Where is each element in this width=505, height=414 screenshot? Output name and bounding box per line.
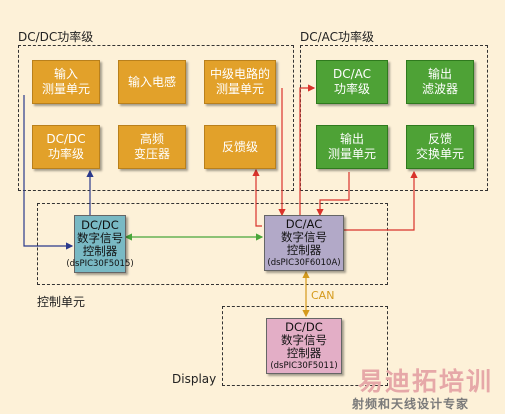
dcdc-power-region-label: DC/DC功率级 <box>18 30 94 44</box>
feedback-exchange-block: 反馈 交换单元 <box>406 125 474 169</box>
dcdc-controller-title: DC/DC 数字信号 控制器 <box>77 217 123 258</box>
dcac-controller-part: (dsPIC30F6010A) <box>267 257 341 268</box>
watermark-subtitle: 射频和天线设计专家 <box>352 397 470 411</box>
dcdc-power-stage-block: DC/DC 功率级 <box>32 125 100 169</box>
can-bus-label: CAN <box>311 289 335 302</box>
dcdc-power-region <box>18 45 294 191</box>
control-region <box>37 203 388 285</box>
watermark-logo-text: 易迪拓培训 <box>358 367 494 396</box>
output-measure-block: 输出 测量单元 <box>316 125 388 169</box>
line-dcac-ctrl-to-dcac-power <box>299 84 316 215</box>
feedback-stage-block: 反馈级 <box>204 125 276 169</box>
line-dcac-ctrl-to-feedback-stage <box>252 168 262 227</box>
display-region-label: Display <box>172 372 217 386</box>
display-controller-title: DC/DC 数字信号 控制器 <box>281 319 327 360</box>
input-inductor-block: 输入电感 <box>118 60 186 104</box>
dcac-controller-title: DC/AC 数字信号 控制器 <box>281 216 327 257</box>
line-dcac-ctrl-to-feedback-exchange <box>344 170 418 231</box>
dcac-power-stage-block: DC/AC 功率级 <box>316 60 388 104</box>
mid-measure-block: 中级电路的 测量单元 <box>204 60 276 104</box>
line-output-measure-to-dcac-ctrl <box>316 172 350 217</box>
line-input-measure-to-dcdc-ctrl <box>23 95 74 250</box>
dcdc-controller-part: (dsPIC30F5015) <box>66 258 134 269</box>
control-region-label: 控制单元 <box>37 295 86 309</box>
dcac-controller-block: DC/AC 数字信号 控制器 (dsPIC30F6010A) <box>264 215 344 271</box>
output-filter-block: 输出 滤波器 <box>406 60 474 104</box>
input-measure-block: 输入 测量单元 <box>32 60 100 104</box>
hf-transformer-block: 高频 变压器 <box>118 125 186 169</box>
dcdc-controller-block: DC/DC 数字信号 控制器 (dsPIC30F5015) <box>66 215 134 273</box>
display-controller-part: (dsPIC30F5011) <box>270 360 338 371</box>
dcac-power-region-label: DC/AC功率级 <box>300 30 375 44</box>
display-controller-block: DC/DC 数字信号 控制器 (dsPIC30F5011) <box>266 318 342 374</box>
